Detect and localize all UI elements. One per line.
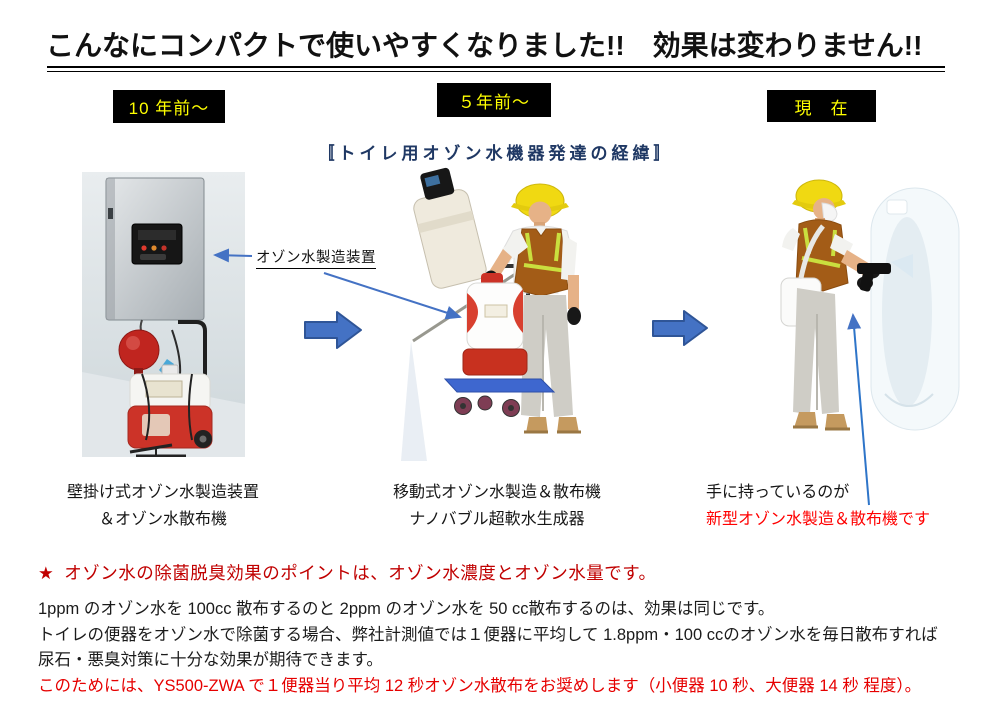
caption-mid-line1: 移動式オゾン水製造＆散布機 — [392, 484, 601, 501]
body-line-2: トイレの便器をオゾン水で除菌する場合、弊社計測値では１便器に平均して 1.8pp… — [38, 625, 938, 644]
caption-stage-mid: 移動式オゾン水製造＆散布機 ナノバブル超軟水生成器 — [377, 479, 617, 533]
photo-wall-mounted-ozone-device — [82, 172, 245, 457]
photo-mobile-ozone-sprayer-worker — [401, 167, 581, 461]
photo-new-handheld-sprayer-urinal — [780, 179, 960, 431]
page-title: こんなにコンパクトで使いやすくなりました!! 効果は変わりません!! — [46, 30, 923, 61]
body-line-1: 1ppm のオゾン水を 100cc 散布するのと 2ppm のオゾン水を 50 … — [38, 600, 775, 618]
history-subtitle: 〚トイレ用オゾン水機器発達の経緯〛 — [317, 144, 675, 163]
body-line-4: このためには、YS500-ZWA で１便器当り平均 12 秒オゾン水散布をお奨め… — [38, 676, 922, 695]
highlight-point: ★ オゾン水の除菌脱臭効果のポイントは、オゾン水濃度とオゾン水量です。 — [38, 560, 656, 585]
block-arrow-right-2-icon — [652, 310, 708, 346]
caption-old-line2: ＆オゾン水散布機 — [98, 511, 227, 528]
era-label-10-years-ago: 10 年前～ — [113, 90, 225, 123]
highlight-text: オゾン水の除菌脱臭効果のポイントは、オゾン水濃度とオゾン水量です。 — [64, 563, 657, 583]
star-icon: ★ — [38, 563, 55, 583]
water-softener-unit — [413, 167, 487, 289]
caption-new-line1: 手に持っているのが — [706, 484, 850, 501]
era-label-5-years-ago: ５年前～ — [437, 83, 551, 117]
caption-new-line2: 新型オゾン水製造＆散布機です — [706, 511, 931, 528]
caption-stage-old: 壁掛け式オゾン水製造装置 ＆オゾン水散布機 — [43, 479, 283, 533]
era-label-present: 現 在 — [767, 90, 876, 122]
annotation-ozone-generator: オゾン水製造装置 — [256, 246, 376, 269]
caption-stage-new: 手に持っているのが 新型オゾン水製造＆散布機です — [706, 479, 958, 533]
title-double-underline — [47, 66, 945, 72]
block-arrow-right-1-icon — [304, 311, 362, 349]
body-line-3: 尿石・悪臭対策に十分な効果が期待できます。 — [38, 651, 383, 669]
body-paragraphs: 1ppm のオゾン水を 100cc 散布するのと 2ppm のオゾン水を 50 … — [38, 597, 973, 699]
caption-old-line1: 壁掛け式オゾン水製造装置 — [66, 484, 259, 501]
caption-mid-line2: ナノバブル超軟水生成器 — [409, 511, 585, 528]
